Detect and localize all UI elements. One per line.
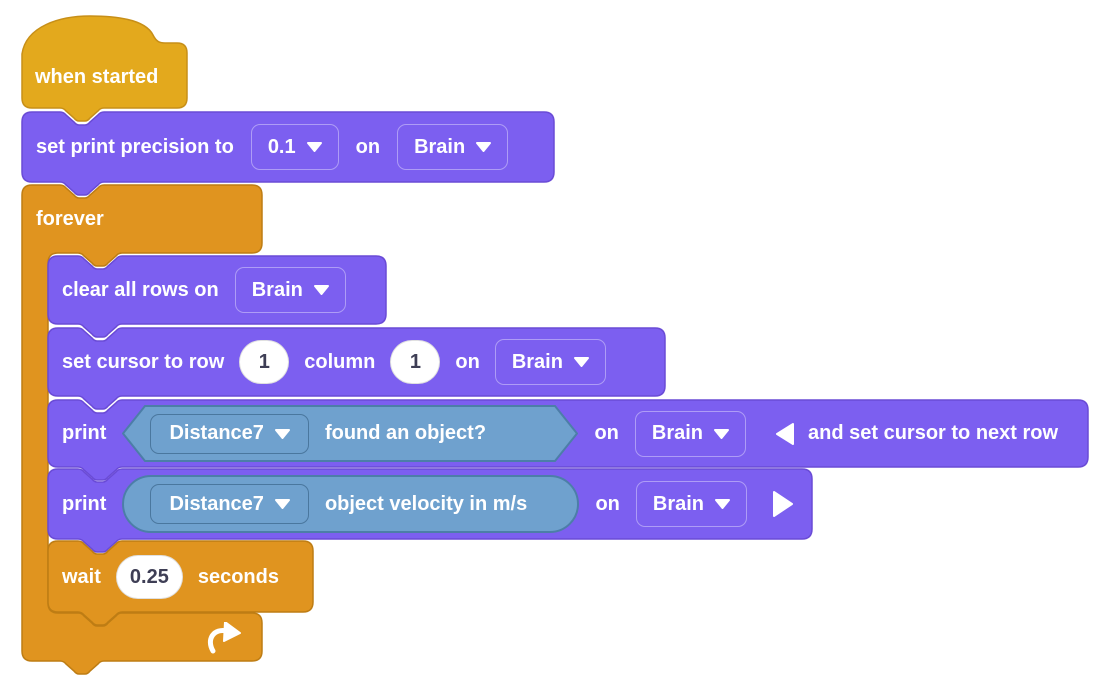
when-started-label: when started [35,65,159,88]
row-input[interactable]: 1 [239,340,290,384]
dropdown-arrow-icon [274,428,290,439]
dropdown-arrow-icon [313,285,329,295]
set-print-precision-label: set print precision to [36,135,234,158]
dropdown-arrow-icon [274,499,290,509]
device-dropdown[interactable]: Brain [234,267,346,313]
wait-label: wait [62,565,101,588]
dropdown-arrow-icon [715,499,730,509]
object-velocity-reporter-block[interactable]: Distance7 object velocity in m/s [122,475,580,533]
sensor-value: Distance7 [169,492,264,515]
clear-all-rows-block[interactable]: clear all rows on Brain [47,255,387,338]
column-input[interactable]: 1 [390,340,441,384]
on-label: on [455,350,480,373]
wait-block[interactable]: wait 0.25 seconds [47,540,314,626]
dropdown-arrow-icon [476,142,492,152]
loop-arrow-icon [207,622,241,654]
precision-value: 0.1 [267,135,296,158]
duration-value: 0.25 [129,565,169,588]
print-label: print [62,422,107,444]
forever-block[interactable]: forever [21,184,264,677]
device-value: Brain [511,350,563,373]
device-value: Brain [251,278,303,301]
on-label: on [355,135,381,158]
set-cursor-block[interactable]: set cursor to row 1 column 1 on Brain [47,327,666,410]
clear-all-rows-label: clear all rows on [62,278,219,301]
collapse-arrow-icon [776,422,794,445]
forever-label: forever [36,207,104,230]
sensor-dropdown[interactable]: Distance7 [150,413,309,454]
sensor-dropdown[interactable]: Distance7 [150,484,309,524]
row-value: 1 [258,350,270,373]
when-started-block[interactable]: when started [21,15,188,122]
print-label: print [62,492,107,515]
set-print-precision-block[interactable]: set print precision to 0.1 on Brain [21,111,555,196]
found-object-boolean-block[interactable]: Distance7 found an object? [122,405,579,462]
collapse-options-button[interactable] [776,422,794,445]
seconds-label: seconds [197,565,279,588]
print-found-object-block[interactable]: print Distance7 found an object? on Brai… [47,399,1089,481]
on-label: on [594,422,619,444]
on-label: on [595,492,620,515]
device-dropdown[interactable]: Brain [397,124,509,170]
column-label: column [304,350,376,373]
sensor-value: Distance7 [169,422,264,444]
expand-arrow-icon [773,491,793,517]
found-object-label: found an object? [324,422,487,444]
set-cursor-next-row-label: and set cursor to next row [808,422,1059,444]
device-value: Brain [414,135,466,158]
duration-input[interactable]: 0.25 [115,555,183,599]
device-value: Brain [652,492,704,515]
column-value: 1 [409,350,421,373]
object-velocity-label: object velocity in m/s [324,492,528,515]
expand-options-button[interactable] [773,491,793,517]
precision-dropdown[interactable]: 0.1 [250,124,339,170]
dropdown-arrow-icon [306,142,322,152]
device-dropdown[interactable]: Brain [494,339,606,385]
set-cursor-row-label: set cursor to row [62,350,225,373]
dropdown-arrow-icon [714,428,729,439]
device-dropdown[interactable]: Brain [634,410,746,457]
dropdown-arrow-icon [573,357,589,367]
print-object-velocity-block[interactable]: print Distance7 object velocity in m/s o… [47,468,813,553]
device-dropdown[interactable]: Brain [635,481,747,527]
device-value: Brain [651,422,703,444]
